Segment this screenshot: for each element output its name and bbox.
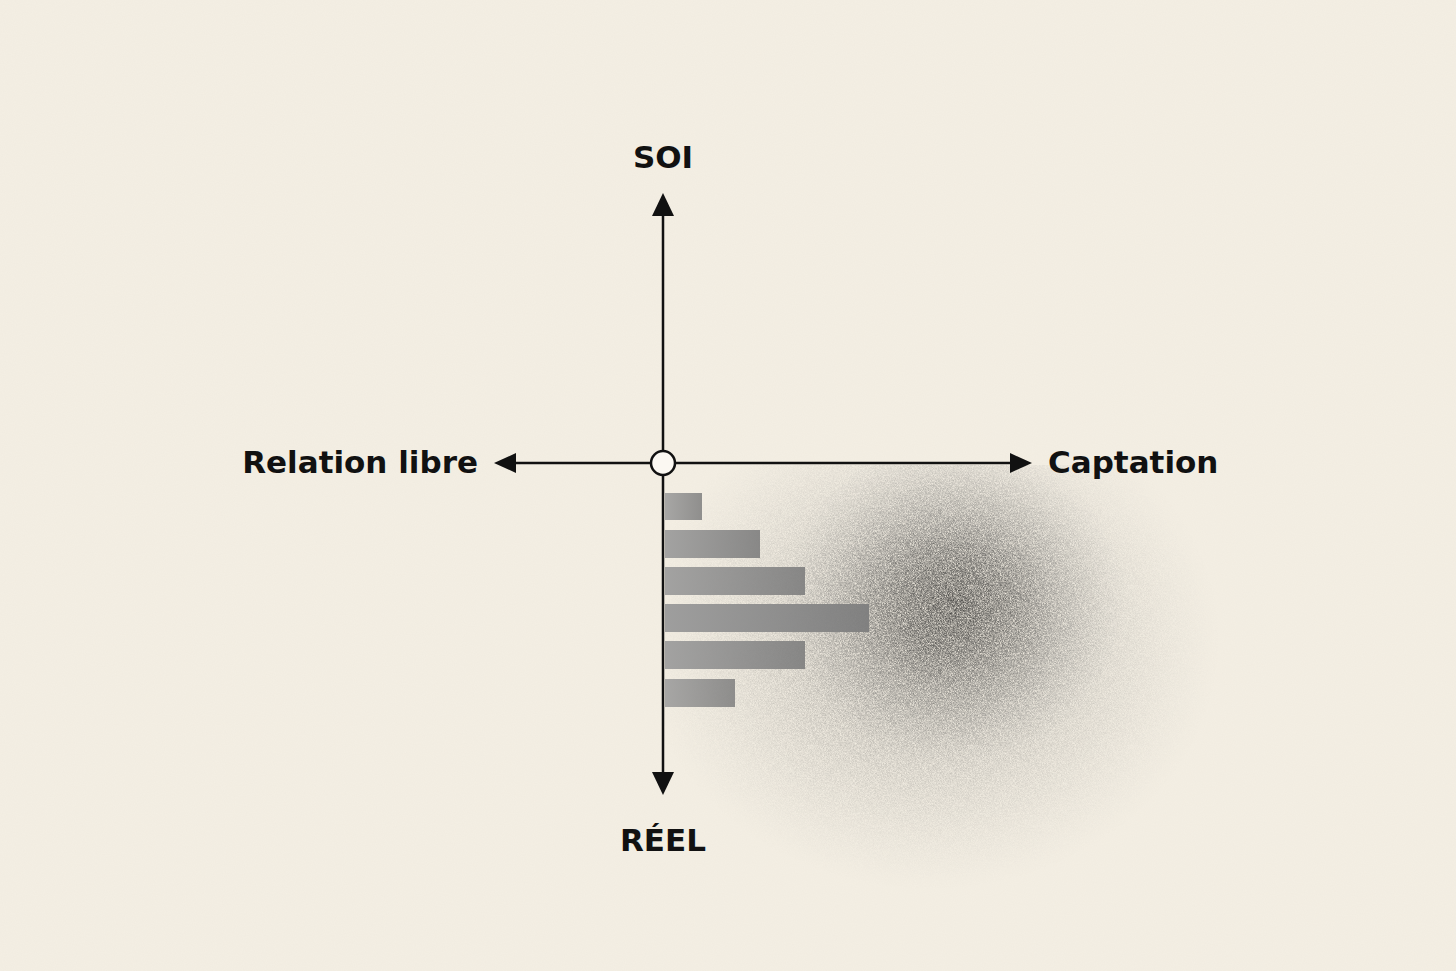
axis-arrowheads [494,193,1032,795]
bar-stack [665,493,869,707]
axis-lines [512,212,1012,776]
axis-label: SOI [633,142,693,173]
axis-label: Captation [1048,447,1218,478]
axis-label: Relation libre [242,447,478,478]
capture-shadow [664,465,1220,890]
origin-circle [651,451,675,475]
axis-label: RÉEL [620,825,706,856]
